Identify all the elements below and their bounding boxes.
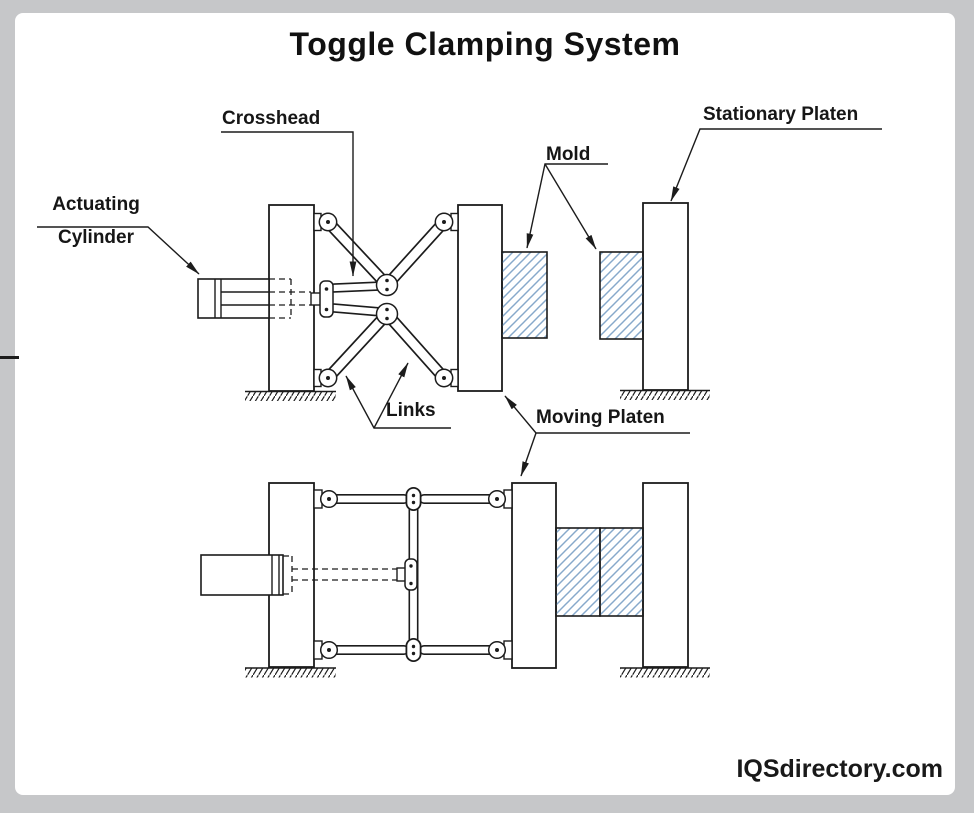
moving-platen-top	[457, 204, 503, 392]
pivot-brackets-top	[313, 212, 459, 388]
mold-closed-right	[599, 527, 644, 617]
mold-half-stationary	[599, 251, 644, 340]
leader-actuating-cylinder	[37, 226, 200, 275]
label-moving-platen: Moving Platen	[536, 407, 665, 428]
leader-links-right	[373, 362, 409, 429]
crosshead-arms	[329, 281, 386, 317]
elbow-joints	[375, 273, 399, 326]
leader-mold-right	[544, 163, 597, 250]
left-edge-tick	[0, 356, 19, 359]
rear-plate-top	[268, 204, 315, 392]
diagram-title: Toggle Clamping System	[289, 26, 681, 62]
ground-stationary-top	[620, 389, 710, 400]
actuating-cylinder-top	[197, 278, 311, 319]
crosshead-bar-bottom	[396, 487, 422, 662]
watermark-iqsdirectory: IQSdirectory.com	[736, 755, 943, 783]
moving-platen-bottom	[511, 482, 557, 669]
label-links: Links	[386, 400, 436, 421]
top-view-open-position	[197, 202, 710, 401]
leader-lines	[37, 128, 882, 477]
stationary-platen-top	[642, 202, 689, 391]
label-actuating-line1: Actuating	[52, 194, 140, 215]
label-crosshead: Crosshead	[222, 108, 321, 129]
ground-rear-bottom	[245, 667, 336, 678]
drawing-sheet	[15, 13, 955, 795]
crosshead-body	[310, 280, 334, 318]
mold-closed-left	[555, 527, 601, 617]
label-actuating-line2: Cylinder	[57, 227, 135, 248]
stationary-platen-bottom	[642, 482, 689, 668]
bottom-view-closed-position	[200, 482, 710, 678]
toggle-links-bottom	[329, 494, 495, 655]
mold-half-moving	[501, 251, 548, 339]
toggle-links-top	[322, 216, 450, 384]
label-mold: Mold	[546, 144, 591, 165]
leader-mold-left	[526, 163, 608, 249]
leader-stationary-platen	[670, 128, 882, 202]
leader-moving-platen-down	[520, 432, 537, 477]
ground-stationary-bottom	[620, 667, 710, 678]
pivot-brackets-bottom	[313, 489, 513, 660]
ground-rear-top	[245, 390, 336, 401]
leader-crosshead	[221, 131, 357, 277]
label-stationary-platen: Stationary Platen	[703, 104, 859, 125]
actuating-cylinder-bottom	[200, 554, 397, 596]
